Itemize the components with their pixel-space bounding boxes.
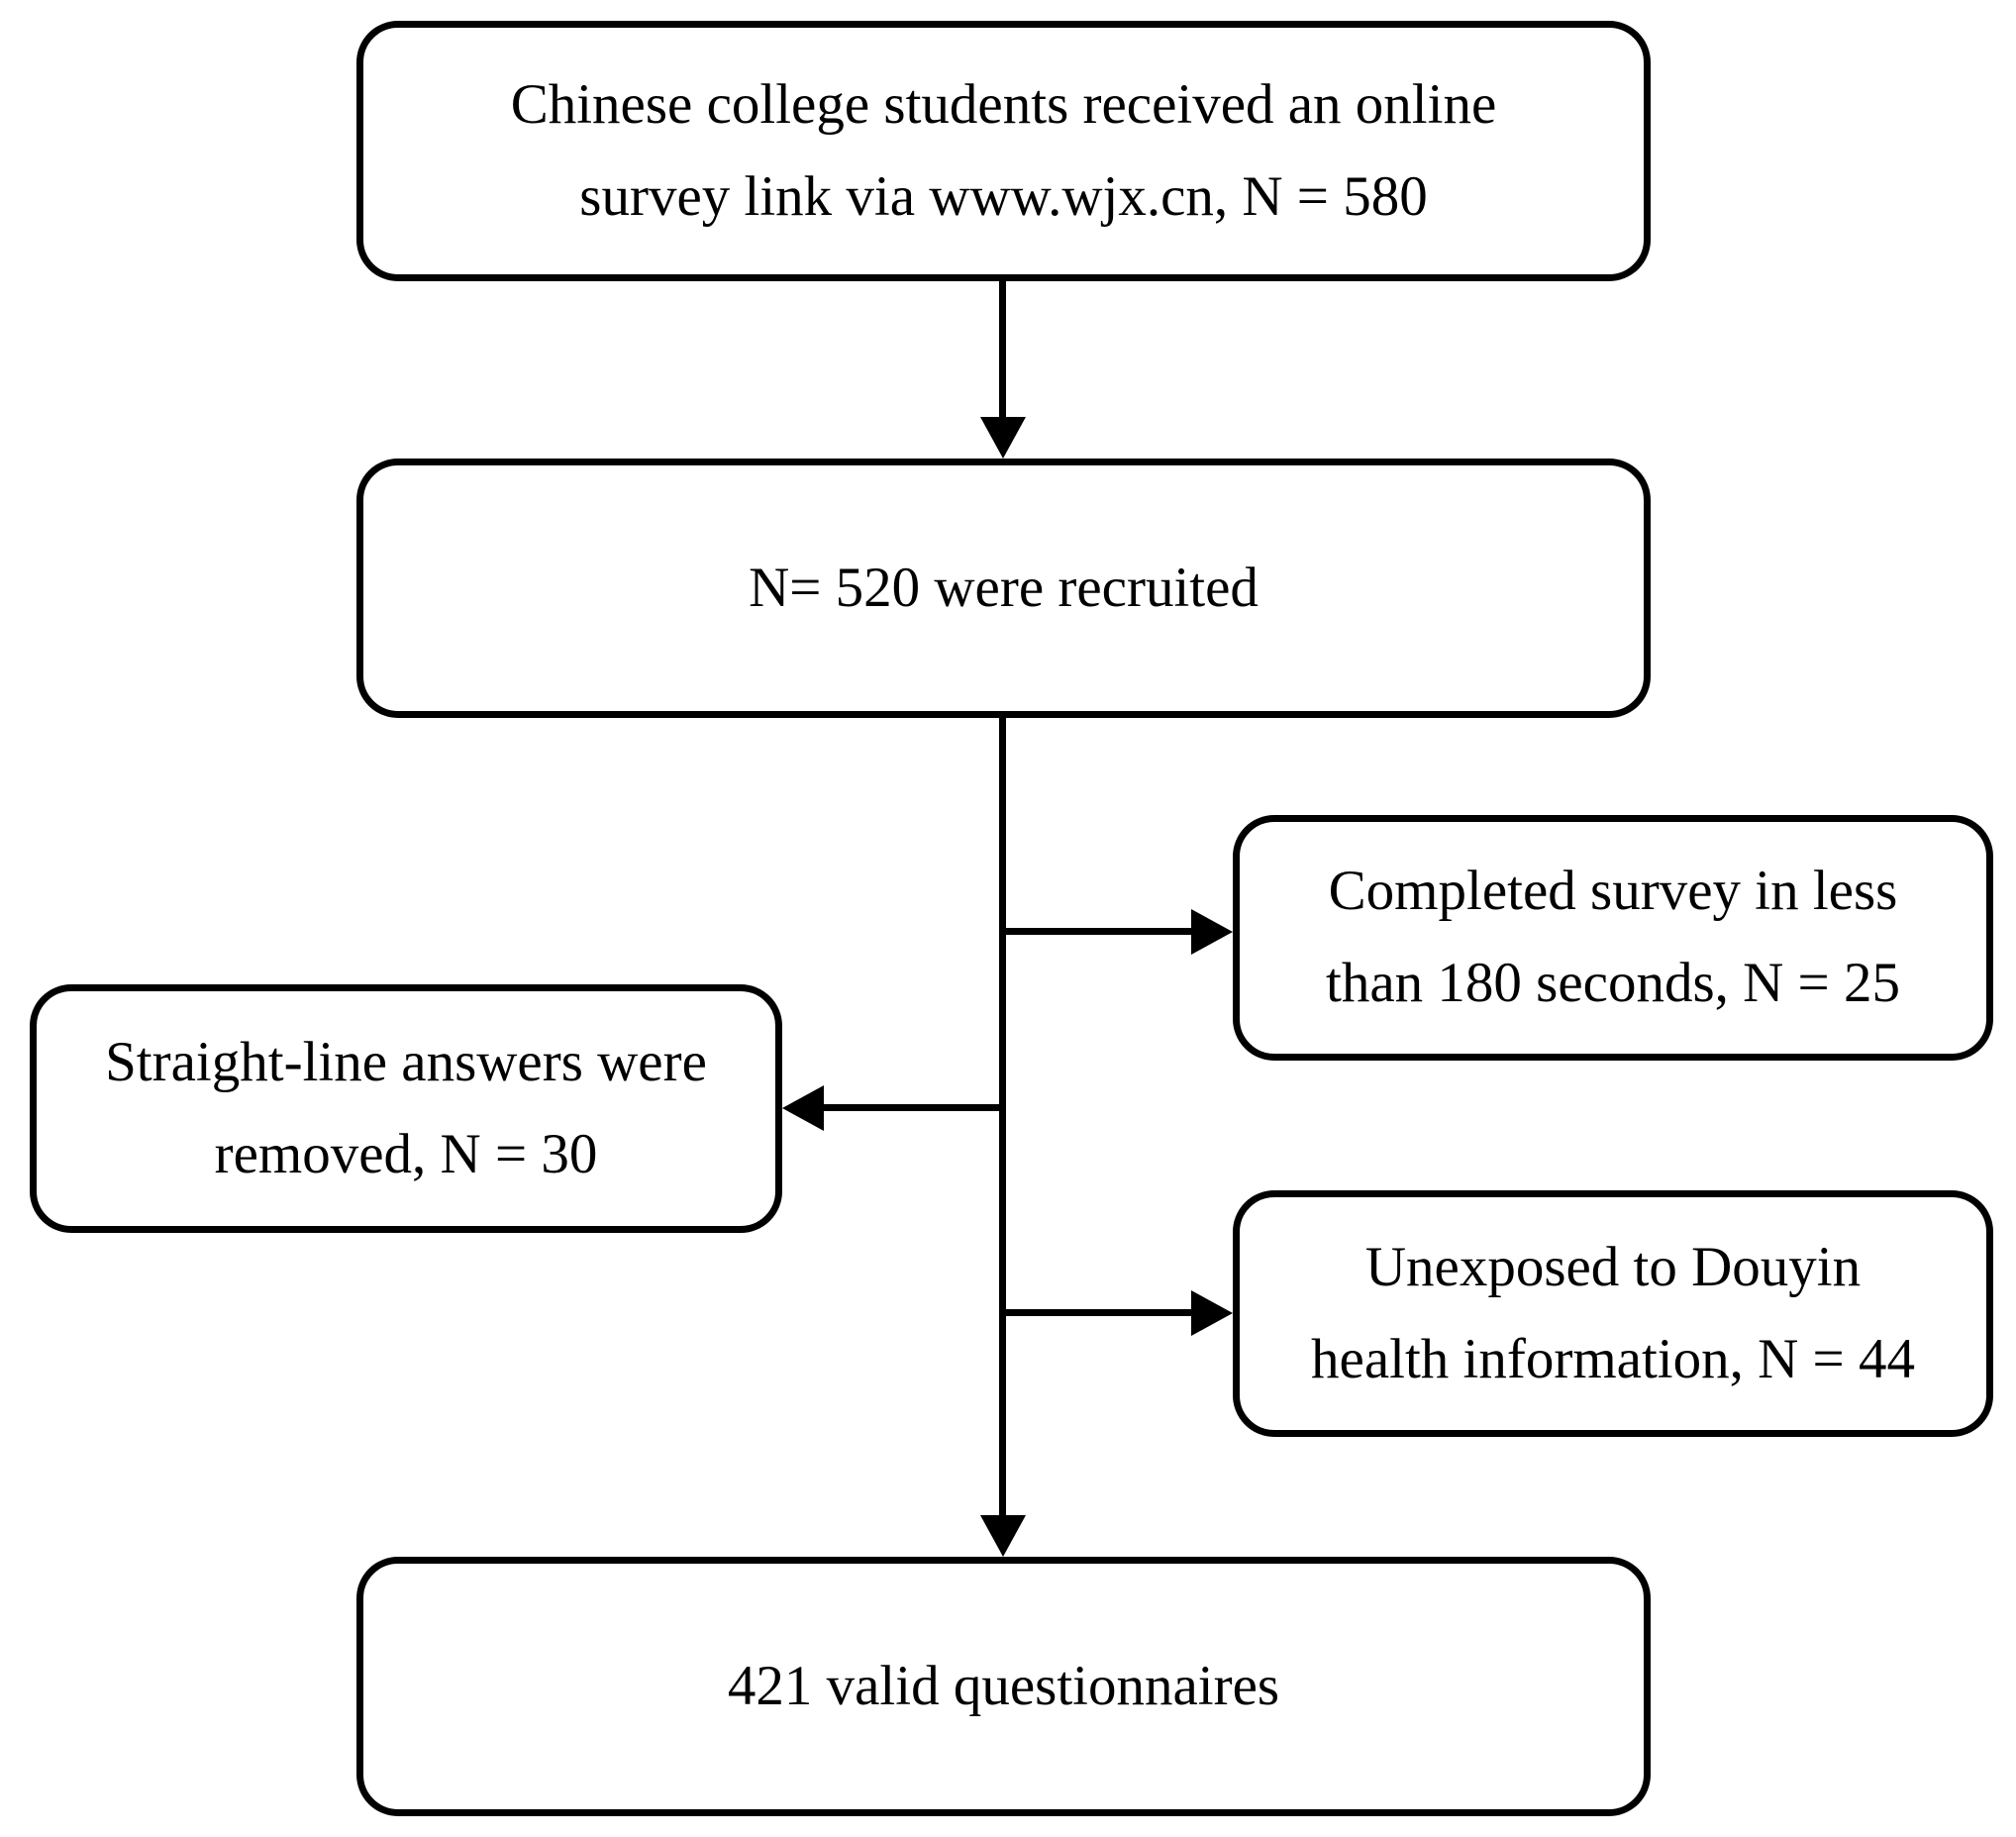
node-straight-line-removed-line1: Straight-line answers were [105, 1030, 707, 1093]
node-straight-line-removed: Straight-line answers were removed, N = … [30, 984, 782, 1233]
node-recruited-line1: N= 520 were recruited [749, 556, 1259, 619]
node-unexposed-douyin-line1: Unexposed to Douyin [1364, 1235, 1862, 1298]
node-unexposed-douyin: Unexposed to Douyin health information, … [1233, 1190, 1993, 1437]
arrowhead-left-icon [782, 1085, 824, 1131]
connector-recruited-to-valid [999, 718, 1006, 1516]
node-valid-questionnaires: 421 valid questionnaires [356, 1557, 1651, 1816]
node-survey-link-line2: survey link via www.wjx.cn, N = 580 [579, 164, 1428, 228]
node-straight-line-removed-line2: removed, N = 30 [214, 1122, 598, 1185]
connector-to-completed-fast [1002, 928, 1192, 935]
arrowhead-right-icon [1191, 909, 1233, 955]
node-completed-fast-line2: than 180 seconds, N = 25 [1326, 952, 1900, 1014]
arrowhead-right-icon [1191, 1290, 1233, 1336]
node-unexposed-douyin-line2: health information, N = 44 [1311, 1327, 1915, 1390]
node-survey-link: Chinese college students received an onl… [356, 21, 1651, 281]
arrowhead-down-icon [980, 1515, 1026, 1557]
connector-survey-to-recruited [999, 281, 1006, 418]
node-survey-link-line1: Chinese college students received an onl… [510, 72, 1497, 136]
connector-to-straight-line-removed [824, 1104, 1004, 1111]
node-completed-fast: Completed survey in less than 180 second… [1233, 815, 1993, 1061]
node-recruited: N= 520 were recruited [356, 459, 1651, 718]
node-valid-questionnaires-line1: 421 valid questionnaires [727, 1654, 1280, 1717]
node-completed-fast-line1: Completed survey in less [1328, 860, 1898, 923]
connector-to-unexposed-douyin [1002, 1309, 1192, 1316]
arrowhead-down-icon [980, 417, 1026, 459]
